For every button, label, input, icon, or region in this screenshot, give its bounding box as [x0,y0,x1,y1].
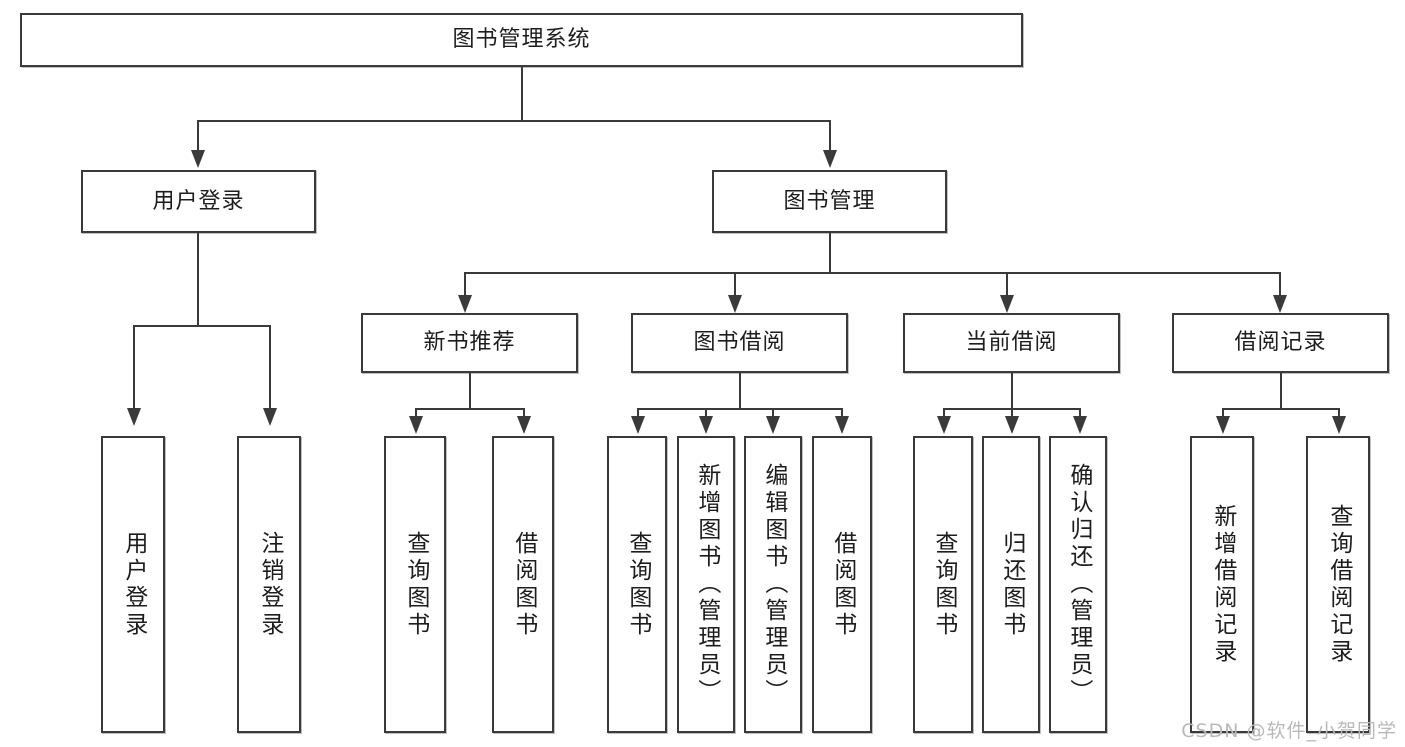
connector-borrow-drop-2 [705,408,707,416]
arrow-icon-to-leaf-add-book [699,416,713,434]
leaf-borrow-book-2[interactable]: 借阅图书 [812,436,872,733]
node-label: 图书管理 [783,188,876,214]
node-label: 确认归还（管理员） [1065,463,1092,706]
connector-user-drop-1 [133,325,135,408]
node-label: 新增图书（管理员） [693,463,720,706]
connector-book-drop-4 [1279,272,1281,295]
connector-current-stem [1011,373,1013,409]
arrow-icon-to-leaf-borrow-book-2 [835,416,849,434]
leaf-query-book-3[interactable]: 查询图书 [913,436,973,733]
node-label: 用户登录 [120,530,147,639]
leaf-user-login[interactable]: 用户登录 [101,436,165,733]
connector-recommend-bar [415,408,523,410]
node-borrow-record[interactable]: 借阅记录 [1172,313,1389,373]
node-label: 图书管理系统 [452,27,591,53]
connector-user-stem [197,233,199,326]
leaf-edit-book[interactable]: 编辑图书（管理员） [744,436,802,733]
leaf-query-book-2[interactable]: 查询图书 [607,436,667,733]
connector-current-drop-3 [1079,408,1081,416]
node-label: 借阅图书 [829,530,856,639]
arrow-icon-to-user-login [191,150,205,168]
arrow-icon-to-leaf-query-record [1332,416,1346,434]
arrow-icon-to-book-borrow [728,295,742,313]
connector-recommend-drop-1 [415,408,417,416]
leaf-query-book-1[interactable]: 查询图书 [384,436,446,733]
arrow-icon-to-leaf-add-record [1216,416,1230,434]
connector-root-drop-book [829,120,831,150]
leaf-query-record[interactable]: 查询借阅记录 [1306,436,1370,733]
connector-root-bar [197,120,831,122]
node-label: 用户登录 [152,188,245,214]
node-label: 查询图书 [402,530,429,639]
arrow-icon-to-current-borrow [1000,295,1014,313]
connector-book-drop-1 [464,272,466,295]
connector-user-bar [133,325,269,327]
node-new-book-recommend[interactable]: 新书推荐 [361,313,578,373]
node-label: 查询借阅记录 [1325,503,1352,666]
connector-book-stem [829,233,831,273]
arrow-icon-to-leaf-borrow-book-1 [517,416,531,434]
connector-borrow-drop-4 [841,408,843,416]
arrow-icon-to-new-book-recommend [458,295,472,313]
node-label: 新增借阅记录 [1209,503,1236,666]
connector-book-drop-3 [1006,272,1008,295]
arrow-icon-to-borrow-record [1273,295,1287,313]
arrow-icon-to-leaf-confirm-return [1073,416,1087,434]
node-label: 查询图书 [624,530,651,639]
connector-record-bar [1222,408,1338,410]
leaf-return-book[interactable]: 归还图书 [982,436,1040,733]
node-book-borrow[interactable]: 图书借阅 [631,313,848,373]
arrow-icon-to-book-manage [823,150,837,168]
node-label: 当前借阅 [965,330,1058,356]
connector-borrow-drop-3 [772,408,774,416]
connector-book-drop-2 [734,272,736,295]
node-root-system[interactable]: 图书管理系统 [20,13,1023,67]
arrow-icon-to-leaf-query-book-1 [409,416,423,434]
leaf-borrow-book-1[interactable]: 借阅图书 [492,436,554,733]
connector-current-drop-2 [1011,408,1013,416]
arrow-icon-to-leaf-return-book [1005,416,1019,434]
leaf-add-record[interactable]: 新增借阅记录 [1190,436,1254,733]
leaf-confirm-return[interactable]: 确认归还（管理员） [1049,436,1107,733]
connector-recommend-drop-2 [523,408,525,416]
connector-root-stem [521,67,523,121]
connector-record-drop-1 [1222,408,1224,416]
node-book-manage[interactable]: 图书管理 [712,170,947,233]
node-label: 借阅记录 [1234,330,1327,356]
node-label: 图书借阅 [693,330,786,356]
node-current-borrow[interactable]: 当前借阅 [903,313,1120,373]
node-label: 归还图书 [998,530,1025,639]
connector-root-drop-user [197,120,199,150]
connector-recommend-stem [469,373,471,409]
node-label: 借阅图书 [510,530,537,639]
connector-record-stem [1280,373,1282,409]
connector-book-bar [464,272,1281,274]
node-user-login[interactable]: 用户登录 [81,170,316,233]
connector-borrow-stem [739,373,741,409]
arrow-icon-to-leaf-query-book-3 [937,416,951,434]
arrow-icon-to-leaf-edit-book [766,416,780,434]
node-label: 注销登录 [256,530,283,639]
leaf-add-book[interactable]: 新增图书（管理员） [677,436,735,733]
csdn-watermark: CSDN @软件_小贺同学 [1181,720,1397,742]
connector-user-drop-2 [269,325,271,408]
arrow-icon-to-leaf-logout-login [263,408,277,426]
node-label: 编辑图书（管理员） [760,463,787,706]
node-label: 查询图书 [930,530,957,639]
connector-record-drop-2 [1338,408,1340,416]
arrow-icon-to-leaf-user-login [127,408,141,426]
arrow-icon-to-leaf-query-book-2 [631,416,645,434]
node-label: 新书推荐 [423,330,516,356]
connector-current-drop-1 [943,408,945,416]
connector-borrow-bar [637,408,841,410]
leaf-logout-login[interactable]: 注销登录 [237,436,301,733]
connector-borrow-drop-1 [637,408,639,416]
